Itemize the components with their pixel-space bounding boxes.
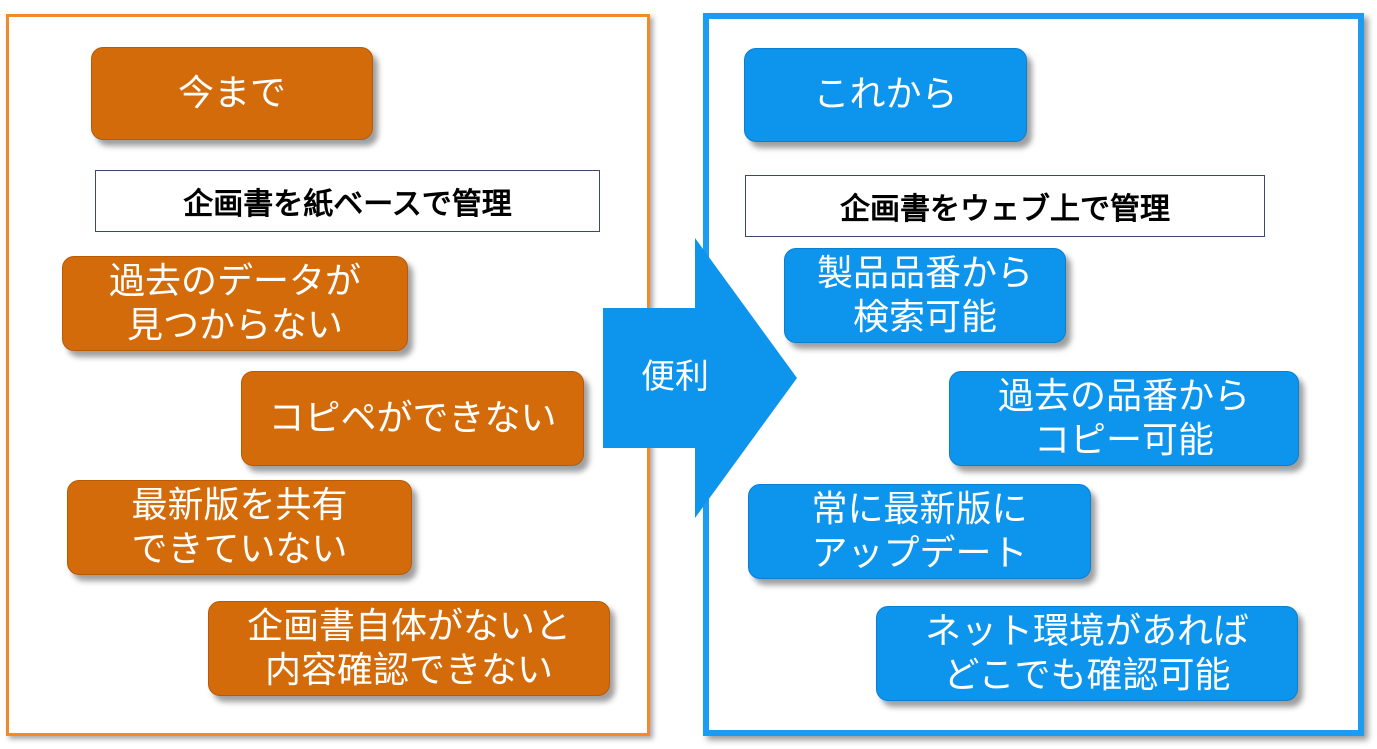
arrow-label: 便利 <box>641 357 709 397</box>
future-subtitle-box: 企画書をウェブ上で管理 <box>745 175 1265 237</box>
current-issue-2: コピペができない <box>241 371 584 466</box>
future-benefit-4: ネット環境があれば どこでも確認可能 <box>876 606 1298 701</box>
transition-arrow <box>603 238 797 518</box>
future-benefit-3: 常に最新版に アップデート <box>748 484 1091 579</box>
future-header-box: これから <box>744 48 1027 142</box>
current-subtitle-box: 企画書を紙ベースで管理 <box>95 170 600 232</box>
current-issue-3: 最新版を共有 できていない <box>67 480 412 575</box>
future-benefit-1: 製品品番から 検索可能 <box>784 248 1066 343</box>
future-benefit-2: 過去の品番から コピー可能 <box>949 371 1299 466</box>
current-issue-1: 過去のデータが 見つからない <box>62 256 408 351</box>
current-header-box: 今まで <box>91 47 373 140</box>
current-issue-4: 企画書自体がないと 内容確認できない <box>208 601 610 696</box>
